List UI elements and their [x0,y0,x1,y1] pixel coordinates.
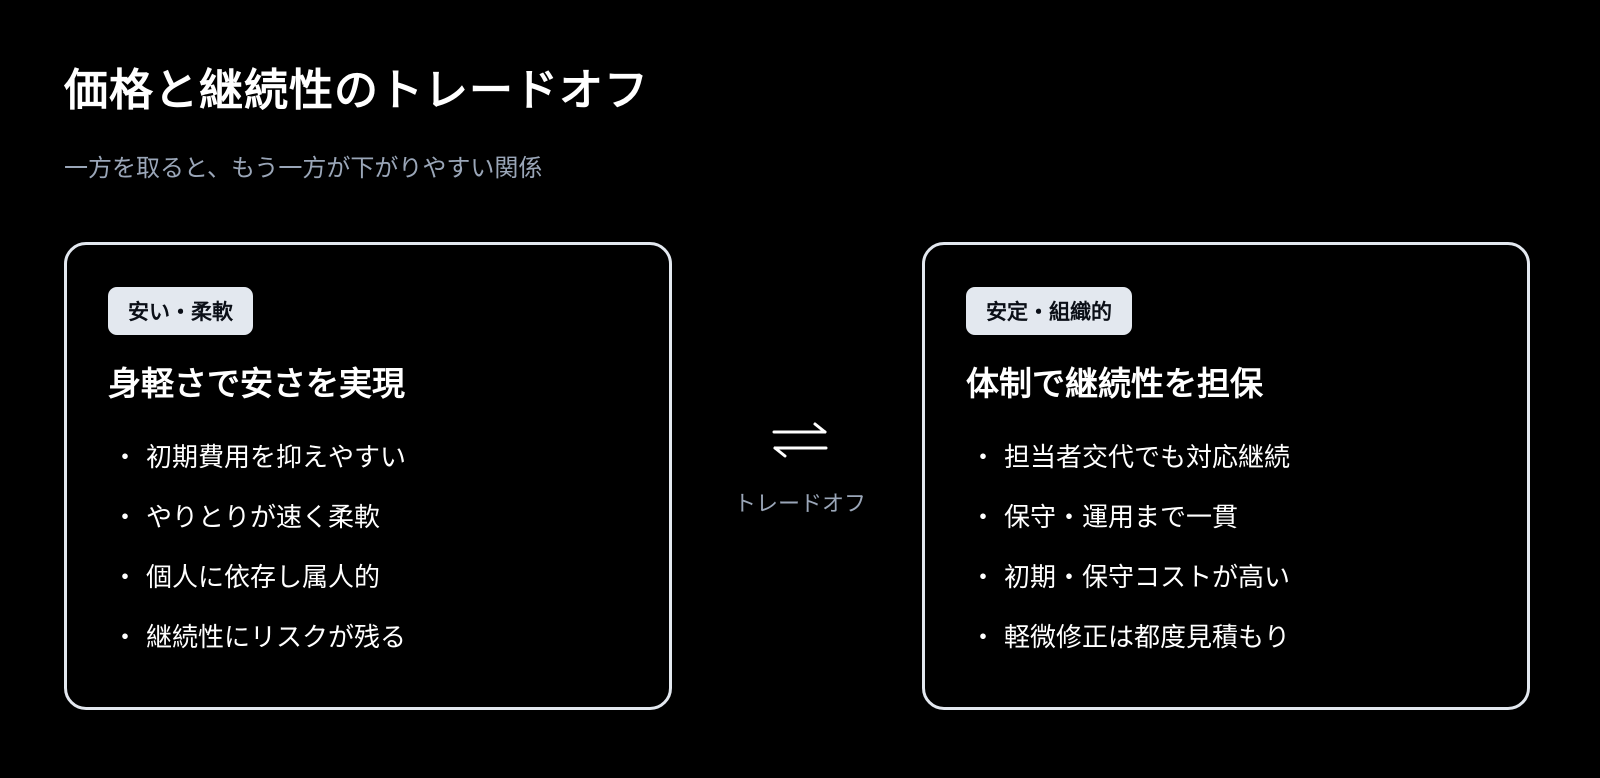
list-item: ・継続性にリスクが残る [112,605,406,665]
list-item: ・初期費用を抑えやすい [112,425,406,485]
bullet-icon: ・ [112,562,139,593]
list-item-text: 個人に依存し属人的 [146,562,381,593]
list-item: ・やりとりが速く柔軟 [112,485,406,545]
right-card-points: ・担当者交代でも対応継続 ・保守・運用まで一貫 ・初期・保守コストが高い ・軽微… [970,425,1290,665]
list-item: ・個人に依存し属人的 [112,545,406,605]
bullet-icon: ・ [112,442,139,473]
bullet-icon: ・ [970,442,997,473]
right-card-heading: 体制で継続性を担保 [966,364,1263,403]
list-item-text: 継続性にリスクが残る [146,622,407,653]
bullet-icon: ・ [112,622,139,653]
list-item-text: 担当者交代でも対応継続 [1004,442,1291,473]
left-option-card: 安い・柔軟 身軽さで安さを実現 ・初期費用を抑えやすい ・やりとりが速く柔軟 ・… [64,242,672,710]
bullet-icon: ・ [970,502,997,533]
list-item: ・保守・運用まで一貫 [970,485,1290,545]
list-item-text: 初期費用を抑えやすい [146,442,407,473]
list-item: ・担当者交代でも対応継続 [970,425,1290,485]
list-item: ・初期・保守コストが高い [970,545,1290,605]
left-card-points: ・初期費用を抑えやすい ・やりとりが速く柔軟 ・個人に依存し属人的 ・継続性にリ… [112,425,406,665]
swap-arrows-icon [772,422,828,458]
bullet-icon: ・ [970,622,997,653]
bullet-icon: ・ [112,502,139,533]
page-title: 価格と継続性のトレードオフ [64,65,649,116]
right-option-card: 安定・組織的 体制で継続性を担保 ・担当者交代でも対応継続 ・保守・運用まで一貫… [922,242,1530,710]
tradeoff-label: トレードオフ [733,492,866,517]
left-card-heading: 身軽さで安さを実現 [108,364,405,403]
list-item-text: 保守・運用まで一貫 [1004,502,1239,533]
list-item-text: 軽微修正は都度見積もり [1004,622,1291,653]
list-item: ・軽微修正は都度見積もり [970,605,1290,665]
left-card-badge: 安い・柔軟 [108,287,253,335]
bullet-icon: ・ [970,562,997,593]
list-item-text: やりとりが速く柔軟 [146,502,381,533]
list-item-text: 初期・保守コストが高い [1004,562,1291,593]
tradeoff-indicator: トレードオフ [700,420,900,518]
right-card-badge: 安定・組織的 [966,287,1132,335]
page-subtitle: 一方を取ると、もう一方が下がりやすい関係 [64,154,543,182]
